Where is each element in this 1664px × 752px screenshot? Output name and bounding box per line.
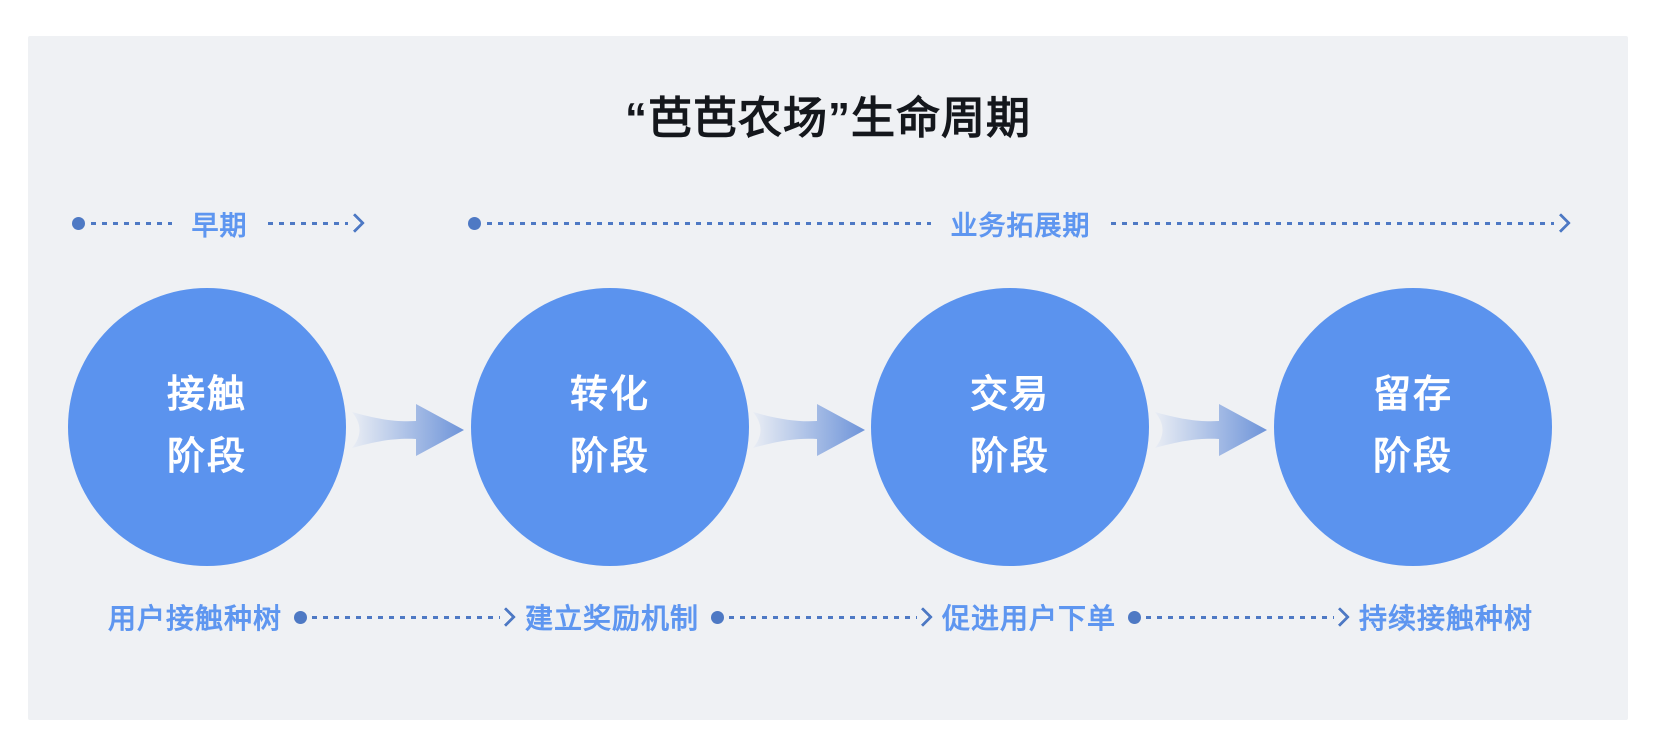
- diagram-title: “芭芭农场”生命周期: [625, 94, 1031, 143]
- timeline-start-dot-icon: [72, 216, 85, 230]
- stage-label-line1: 接触: [166, 374, 247, 417]
- stage-label-line2: 阶段: [969, 436, 1050, 478]
- dashed-line: [729, 615, 917, 619]
- note-connector: [294, 607, 516, 627]
- note-connector: [1128, 607, 1350, 627]
- phase-expansion-label: 业务拓展期: [950, 210, 1091, 241]
- arrow-head-icon: [496, 607, 516, 627]
- dashed-line: [91, 221, 172, 225]
- arrow-head-icon: [1330, 607, 1350, 627]
- stage-arrow-icon: [352, 404, 464, 456]
- stage-note: 建立奖励机制: [525, 603, 700, 634]
- stage-note: 用户接触种树: [108, 603, 283, 634]
- arrow-head-icon: [1551, 213, 1571, 233]
- timeline-start-dot-icon: [468, 216, 481, 230]
- stage-circle-transaction: 交易 阶段: [871, 288, 1149, 566]
- stage-label-line1: 留存: [1372, 374, 1453, 417]
- stage-circle-retention: 留存 阶段: [1274, 288, 1552, 566]
- stage-label-line2: 阶段: [569, 436, 650, 478]
- arrow-head-icon: [913, 607, 933, 627]
- stage-label-line2: 阶段: [166, 436, 247, 478]
- timeline-phase-early: 早期: [72, 208, 365, 241]
- stage-circle-label: 转化 阶段: [570, 365, 650, 488]
- stage-circle-label: 接触 阶段: [167, 365, 247, 488]
- stage-note: 促进用户下单: [942, 603, 1117, 634]
- dashed-line: [1110, 221, 1554, 225]
- connector-dot-icon: [711, 610, 725, 624]
- dashed-line: [1146, 615, 1334, 619]
- dashed-line: [312, 615, 500, 619]
- stage-label-line2: 阶段: [1372, 436, 1453, 478]
- stage-notes-row: 用户接触种树 建立奖励机制 促进用户下单 持续接触种树: [108, 597, 1533, 637]
- stage-note: 持续接触种树: [1359, 603, 1534, 634]
- stage-label-line1: 交易: [969, 374, 1050, 417]
- note-connector: [711, 607, 933, 627]
- dashed-line: [487, 221, 931, 225]
- lifecycle-diagram-card: “芭芭农场”生命周期 早期 业务拓展期 接触 阶段 转化 阶段 交易 阶段: [28, 36, 1628, 720]
- connector-dot-icon: [294, 610, 308, 624]
- stage-arrow-icon: [753, 404, 865, 456]
- stage-circle-label: 交易 阶段: [970, 365, 1050, 488]
- arrow-head-icon: [345, 213, 365, 233]
- timeline-phase-expansion: 业务拓展期: [468, 208, 1571, 241]
- stage-label-line1: 转化: [569, 374, 650, 417]
- stage-circle-conversion: 转化 阶段: [471, 288, 749, 566]
- dashed-line: [267, 221, 348, 225]
- connector-dot-icon: [1128, 610, 1142, 624]
- stage-circle-contact: 接触 阶段: [68, 288, 346, 566]
- phase-early-label: 早期: [191, 210, 248, 241]
- stage-arrow-icon: [1155, 404, 1267, 456]
- stage-circle-label: 留存 阶段: [1373, 365, 1453, 488]
